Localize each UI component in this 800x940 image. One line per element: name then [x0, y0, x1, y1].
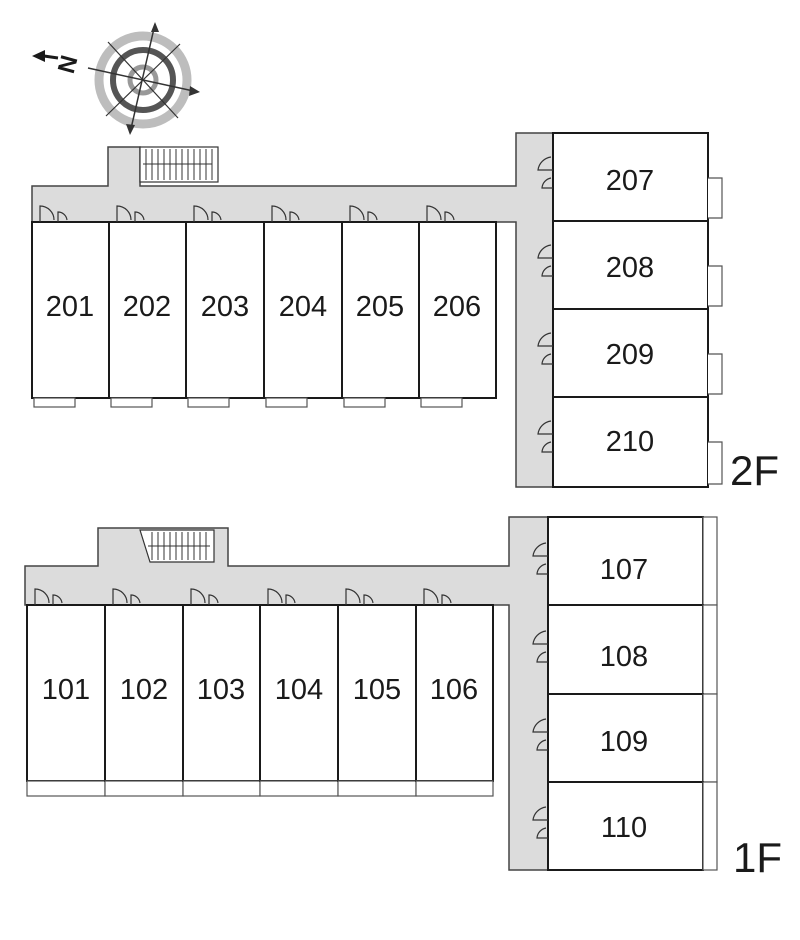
room-108[interactable]: 108 — [532, 604, 718, 695]
room-number: 106 — [430, 674, 478, 706]
room-number: 103 — [197, 674, 245, 706]
room-206[interactable]: 206 — [418, 205, 497, 408]
floor-1f-label: 1F — [733, 834, 782, 881]
room-201[interactable]: 201 — [31, 205, 110, 408]
room-number: 108 — [600, 641, 648, 673]
room-106[interactable]: 106 — [415, 588, 494, 797]
floor-2f-stairs-icon — [139, 146, 219, 183]
room-number: 202 — [123, 291, 171, 323]
room-109[interactable]: 109 — [532, 693, 718, 783]
compass-icon — [32, 22, 200, 135]
room-107[interactable]: 107 — [532, 516, 718, 606]
room-number: 203 — [201, 291, 249, 323]
room-101[interactable]: 101 — [26, 588, 106, 797]
room-208[interactable]: 208 — [537, 220, 723, 310]
room-202[interactable]: 202 — [108, 205, 187, 408]
room-number: 109 — [600, 726, 648, 758]
room-210[interactable]: 210 — [537, 396, 723, 488]
room-205[interactable]: 205 — [341, 205, 420, 408]
compass-north-letter: N — [53, 53, 84, 77]
room-number: 102 — [120, 674, 168, 706]
room-number: 110 — [601, 812, 647, 844]
room-103[interactable]: 103 — [182, 588, 261, 797]
room-209[interactable]: 209 — [537, 308, 723, 398]
room-number: 107 — [600, 554, 648, 586]
room-number: 209 — [606, 339, 654, 371]
room-number: 104 — [275, 674, 323, 706]
room-203[interactable]: 203 — [185, 205, 265, 408]
room-105[interactable]: 105 — [337, 588, 417, 797]
room-number: 204 — [279, 291, 327, 323]
room-204[interactable]: 204 — [263, 205, 343, 408]
room-number: 101 — [42, 674, 90, 706]
room-number: 210 — [606, 426, 654, 458]
room-number: 206 — [433, 291, 481, 323]
floor-1f-corridor — [24, 516, 549, 871]
room-102[interactable]: 102 — [104, 588, 184, 797]
room-207[interactable]: 207 — [537, 132, 723, 222]
room-104[interactable]: 104 — [259, 588, 339, 797]
room-110[interactable]: 110 — [532, 781, 718, 871]
room-number: 207 — [606, 165, 654, 197]
room-number: 105 — [353, 674, 401, 706]
room-number: 205 — [356, 291, 404, 323]
room-number: 208 — [606, 252, 654, 284]
room-number: 201 — [46, 291, 94, 323]
floor-2f-label: 2F — [730, 447, 779, 494]
floor-1f-stairs-icon — [139, 529, 215, 563]
